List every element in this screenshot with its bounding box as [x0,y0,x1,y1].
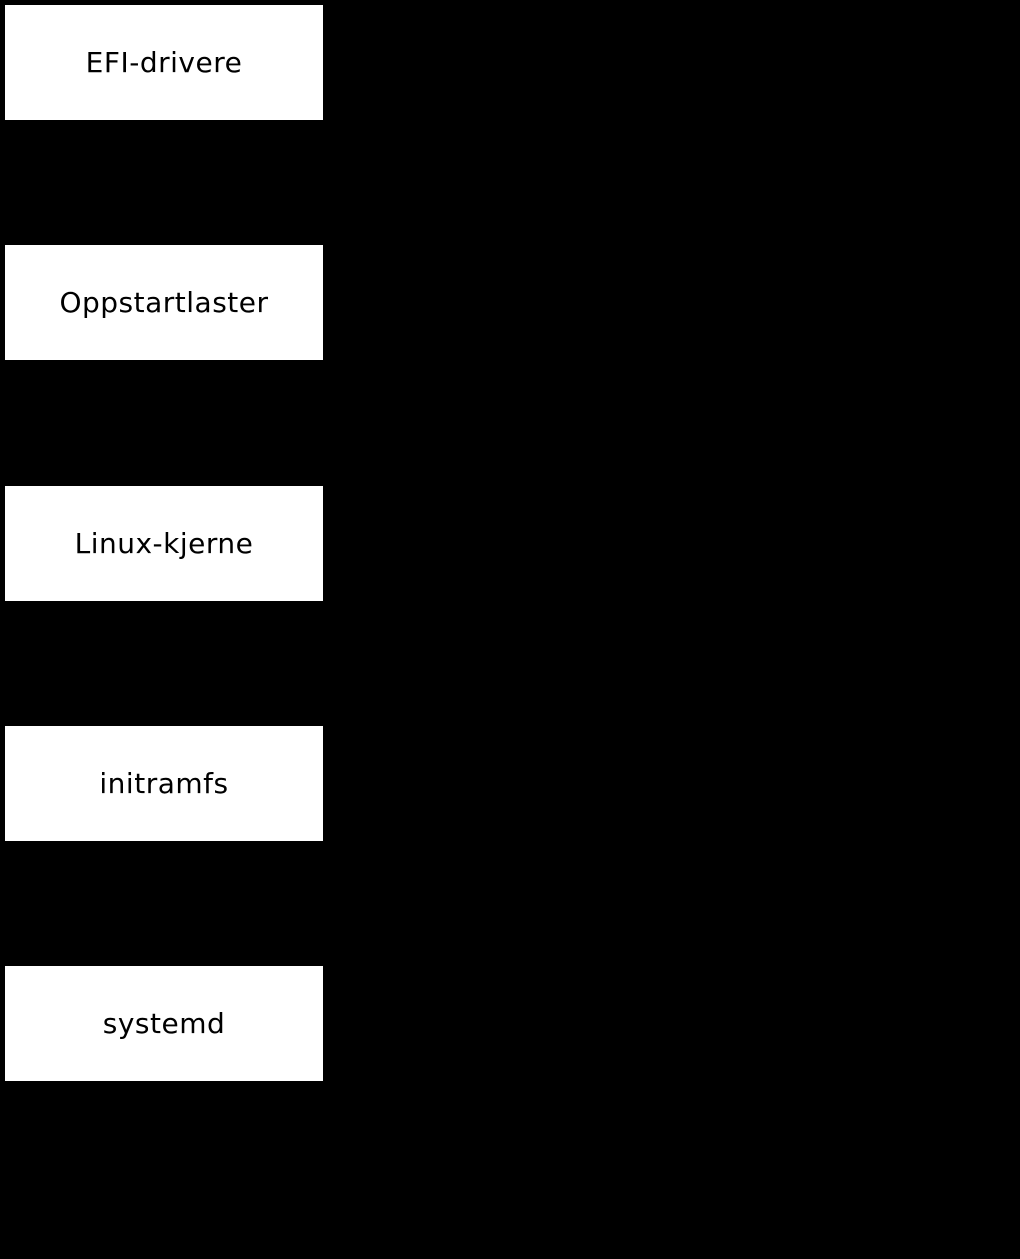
diagram-node-linux-kjerne: Linux-kjerne [5,486,323,601]
diagram-node-efi-drivere: EFI-drivere [5,5,323,120]
node-label-initramfs: initramfs [99,766,229,800]
node-label-oppstartlaster: Oppstartlaster [59,285,269,319]
node-label-linux-kjerne: Linux-kjerne [74,526,254,560]
diagram-node-systemd: systemd [5,966,323,1081]
diagram-node-initramfs: initramfs [5,726,323,841]
diagram-node-oppstartlaster: Oppstartlaster [5,245,323,360]
node-label-efi-drivere: EFI-drivere [85,45,243,79]
node-label-systemd: systemd [102,1006,226,1040]
